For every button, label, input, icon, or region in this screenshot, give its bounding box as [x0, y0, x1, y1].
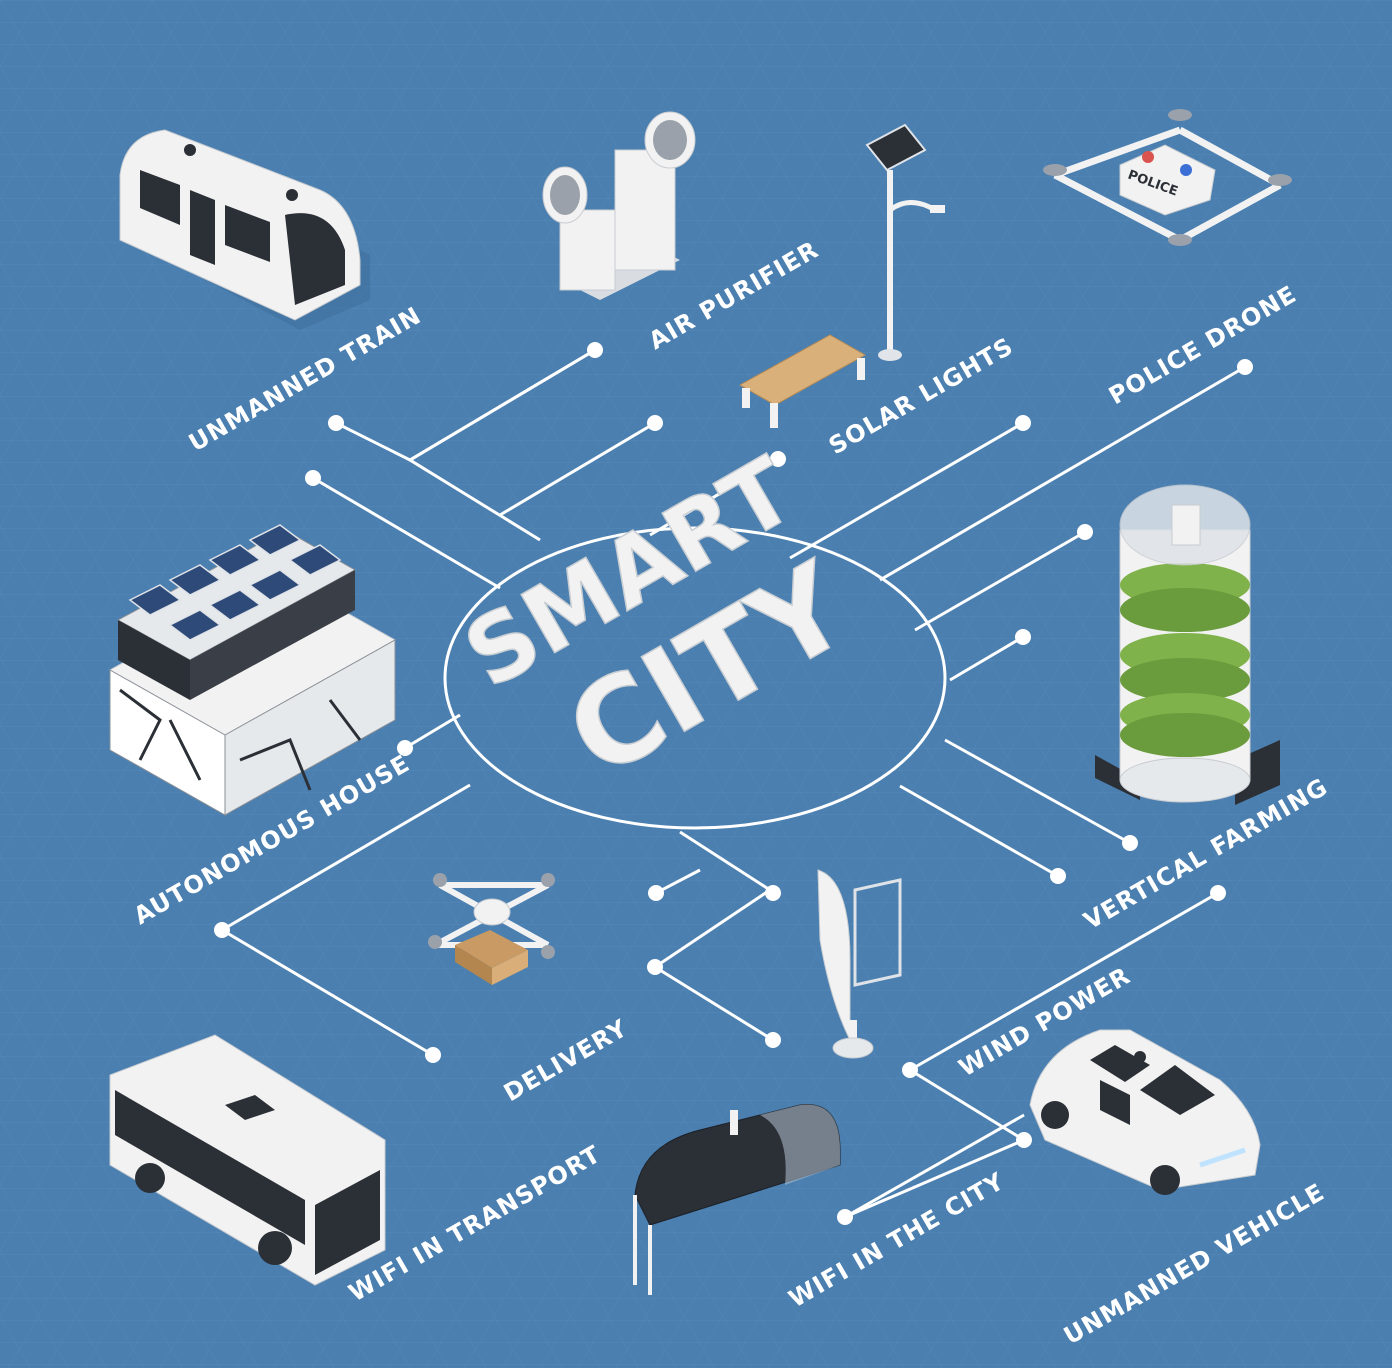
dot — [1050, 868, 1066, 884]
connector-solar-lights — [499, 421, 656, 517]
wind-turbine-icon — [817, 869, 902, 1059]
dot — [770, 451, 786, 467]
center-ellipse — [443, 526, 947, 830]
connector-autonomous-house — [404, 713, 461, 750]
connector-center-a — [649, 457, 779, 537]
connector-solar-2 — [789, 421, 1024, 560]
air-purifier-icon — [542, 111, 696, 300]
connector-lines — [221, 348, 1246, 1219]
wifi-shelter-icon — [633, 1104, 841, 1295]
dot — [902, 1062, 918, 1078]
dot — [1015, 415, 1031, 431]
vertical-farm-icon — [1095, 484, 1280, 805]
dot — [1077, 524, 1093, 540]
dot — [397, 740, 413, 756]
connector-wifi-transport — [221, 928, 434, 1057]
connector-vertical-farming — [944, 738, 1131, 845]
dot — [765, 885, 781, 901]
solar-light-icon — [865, 123, 945, 361]
dot — [647, 959, 663, 975]
connector-wind-b — [654, 965, 774, 1042]
connector-autonomous-house-top — [312, 476, 501, 590]
dot — [765, 1032, 781, 1048]
dot — [837, 1209, 853, 1225]
dot — [1122, 835, 1138, 851]
dot — [648, 885, 664, 901]
bus-icon — [109, 1034, 386, 1286]
connector-farm-mid — [949, 635, 1024, 682]
dot — [305, 470, 321, 486]
connector-wifi-city — [909, 1068, 1025, 1142]
autonomous-house-icon — [108, 524, 397, 816]
police-drone-icon: POLICE — [1043, 109, 1292, 246]
unmanned-train-icon — [119, 129, 370, 330]
dot — [587, 342, 603, 358]
connector-police-drone — [879, 365, 1246, 582]
dot — [647, 415, 663, 431]
dot — [1210, 885, 1226, 901]
connector-unmanned-vehicle — [844, 1138, 1025, 1219]
delivery-drone-icon — [428, 873, 555, 985]
connector-wifi-city-b — [844, 1113, 1025, 1219]
connector-delivery — [655, 868, 701, 895]
dot — [214, 922, 230, 938]
bench-icon — [738, 334, 867, 428]
dot — [1237, 359, 1253, 375]
connector-farm-low — [899, 784, 1059, 878]
dot — [1016, 1132, 1032, 1148]
dot — [425, 1047, 441, 1063]
dot — [1015, 629, 1031, 645]
connector-wind-power — [909, 891, 1219, 1072]
unmanned-car-icon — [1029, 1029, 1261, 1195]
connector-air-purifier — [407, 348, 596, 542]
connector-transport — [221, 783, 471, 932]
dot — [328, 415, 344, 431]
connector-farm-top — [914, 530, 1086, 632]
connector-dots — [214, 342, 1253, 1225]
